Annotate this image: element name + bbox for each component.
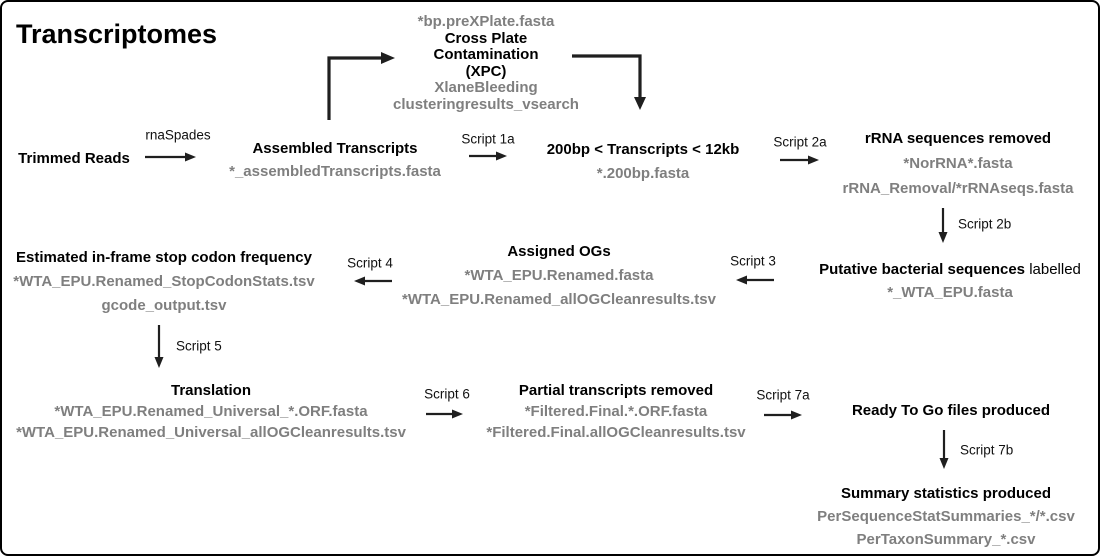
arrow-script-2b [938, 208, 948, 243]
node-rrna-removed: rRNA sequences removed *NorRNA*.fasta rR… [843, 126, 1074, 201]
node-summary-stats: Summary statistics produced PerSequenceS… [817, 482, 1075, 551]
node-translation: Translation *WTA_EPU.Renamed_Universal_*… [16, 380, 406, 443]
arrow-script-5 [154, 325, 164, 368]
arrow-script-6 [426, 409, 463, 419]
arrow-script-7a [764, 410, 802, 420]
node-stop-codon-file-2: gcode_output.tsv [101, 297, 227, 314]
node-translation-title: Translation [170, 382, 252, 399]
node-size-filter-title: 200bp < Transcripts < 12kb [546, 141, 740, 158]
node-rrna-file-2: rRNA_Removal/*rRNAseqs.fasta [842, 180, 1074, 197]
node-xpc-title-1: Cross Plate [444, 29, 528, 47]
edge-label-script-7b: Script 7b [960, 442, 1014, 458]
node-partial-removed-title: Partial transcripts removed [518, 382, 714, 399]
edge-label-script-3: Script 3 [730, 253, 776, 269]
node-cross-plate-contamination: *bp.preXPlate.fasta Cross Plate Contamin… [393, 13, 579, 113]
node-xpc-file-2: clusteringresults_vsearch [393, 95, 579, 113]
node-assigned-ogs-file-2: *WTA_EPU.Renamed_allOGCleanresults.tsv [402, 291, 716, 308]
node-bacterial-title-regular: labelled [1029, 261, 1081, 278]
node-assigned-ogs: Assigned OGs *WTA_EPU.Renamed.fasta *WTA… [402, 240, 716, 312]
edge-label-script-4: Script 4 [347, 255, 393, 271]
node-xpc-title-2: Contamination [433, 46, 539, 63]
node-xpc-title-3: (XPC) [465, 62, 507, 80]
node-bacterial-title: Putative bacterial sequences labelled [819, 258, 1081, 281]
edge-label-script-5: Script 5 [176, 338, 222, 354]
node-trimmed-reads-title: Trimmed Reads [18, 150, 130, 167]
arrow-rnaspades [145, 152, 196, 162]
node-size-filter: 200bp < Transcripts < 12kb *.200bp.fasta [547, 138, 740, 186]
node-partial-removed-file-2: *Filtered.Final.allOGCleanresults.tsv [486, 424, 746, 441]
node-bacterial-file: *_WTA_EPU.fasta [887, 284, 1013, 301]
node-assembled-transcripts: Assembled Transcripts *_assembledTranscr… [229, 137, 441, 183]
node-summary-stats-file-2: PerTaxonSummary_*.csv [856, 531, 1036, 548]
node-assigned-ogs-title: Assigned OGs [507, 243, 611, 260]
arrow-script-1a [469, 151, 507, 161]
node-size-filter-file: *.200bp.fasta [596, 165, 690, 182]
node-translation-file-1: *WTA_EPU.Renamed_Universal_*.ORF.fasta [54, 403, 368, 420]
arrow-elbow-to-xpc [327, 52, 395, 120]
node-summary-stats-title: Summary statistics produced [840, 485, 1052, 502]
node-assigned-ogs-file-1: *WTA_EPU.Renamed.fasta [464, 267, 654, 284]
arrow-script-4 [354, 276, 392, 286]
node-rrna-title: rRNA sequences removed [864, 130, 1052, 147]
arrow-elbow-from-xpc [572, 54, 646, 110]
arrow-script-2a [780, 155, 819, 165]
node-bacterial-labelled: Putative bacterial sequences labelled *_… [819, 258, 1081, 304]
node-assembled-title: Assembled Transcripts [252, 140, 418, 157]
edge-label-rnaspades: rnaSpades [145, 127, 211, 143]
edge-label-script-1a: Script 1a [461, 131, 515, 147]
node-partial-removed-file-1: *Filtered.Final.*.ORF.fasta [524, 403, 708, 420]
edge-label-script-2b: Script 2b [958, 216, 1012, 232]
arrow-script-7b [939, 430, 949, 469]
diagram-title: Transcriptomes [16, 19, 218, 49]
node-xpc-file-1: XlaneBleeding [434, 79, 538, 96]
node-partial-removed: Partial transcripts removed *Filtered.Fi… [486, 380, 745, 443]
edge-label-script-7a: Script 7a [756, 387, 810, 403]
edge-label-script-6: Script 6 [424, 386, 470, 402]
node-xpc-input-file: *bp.preXPlate.fasta [417, 13, 555, 30]
node-bacterial-title-bold: Putative bacterial sequences [819, 261, 1026, 278]
node-stop-codon-file-1: *WTA_EPU.Renamed_StopCodonStats.tsv [13, 273, 315, 290]
node-assembled-file: *_assembledTranscripts.fasta [229, 163, 441, 180]
node-stop-codon: Estimated in-frame stop codon frequency … [13, 246, 314, 318]
node-ready-to-go-title: Ready To Go files produced [851, 402, 1051, 419]
node-translation-file-2: *WTA_EPU.Renamed_Universal_allOGCleanres… [16, 424, 406, 441]
node-summary-stats-file-1: PerSequenceStatSummaries_*/*.csv [817, 508, 1075, 525]
node-ready-to-go: Ready To Go files produced [852, 400, 1050, 422]
node-stop-codon-title: Estimated in-frame stop codon frequency [16, 249, 312, 266]
node-trimmed-reads: Trimmed Reads [18, 148, 130, 170]
node-rrna-file-1: *NorRNA*.fasta [903, 155, 1013, 172]
edge-label-script-2a: Script 2a [773, 134, 827, 150]
arrow-script-3 [736, 275, 774, 285]
